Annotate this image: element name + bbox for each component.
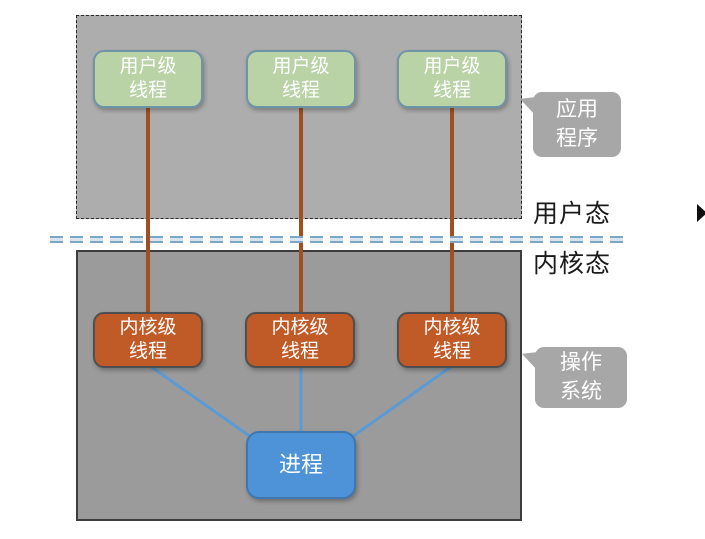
user-mode-label: 用户态 xyxy=(533,201,612,228)
user-thread-label: 用户级 xyxy=(272,56,330,78)
operating-system-callout-label: 系统 xyxy=(560,379,602,403)
divider-dash xyxy=(170,236,183,243)
kernel-thread-box-2: 内核级 线程 xyxy=(245,312,355,368)
divider-dash xyxy=(250,236,263,243)
divider-dash xyxy=(550,236,563,243)
user-thread-label: 线程 xyxy=(432,80,471,101)
user-thread-box-1: 用户级 线程 xyxy=(93,50,203,108)
divider-dash xyxy=(290,236,303,243)
user-thread-label: 线程 xyxy=(281,80,320,101)
kernel-mode-label: 内核态 xyxy=(533,251,612,278)
user-space-region xyxy=(76,15,522,219)
divider-dash xyxy=(270,236,283,243)
divider-dash xyxy=(110,236,123,243)
divider-dash xyxy=(450,236,463,243)
divider-dash xyxy=(190,236,203,243)
kernel-thread-label: 线程 xyxy=(280,341,319,362)
mode-divider-dashed-line xyxy=(50,236,628,243)
divider-dash xyxy=(570,236,583,243)
kernel-thread-label: 内核级 xyxy=(271,317,329,339)
operating-system-callout-label: 操作 xyxy=(560,351,602,375)
application-callout-label: 程序 xyxy=(556,126,598,150)
divider-dash xyxy=(410,236,423,243)
kernel-thread-box-1: 内核级 线程 xyxy=(93,312,203,368)
play-triangle-icon xyxy=(697,204,705,222)
divider-dash xyxy=(330,236,343,243)
divider-dash xyxy=(470,236,483,243)
operating-system-callout: 操作 系统 xyxy=(522,347,627,408)
callout-tail xyxy=(522,352,538,371)
divider-dash xyxy=(130,236,143,243)
divider-dash xyxy=(490,236,503,243)
divider-dash xyxy=(150,236,163,243)
divider-dash xyxy=(350,236,363,243)
divider-dash xyxy=(230,236,243,243)
kernel-thread-label: 内核级 xyxy=(423,317,481,339)
user-thread-label: 用户级 xyxy=(119,56,177,78)
user-thread-box-2: 用户级 线程 xyxy=(246,50,356,108)
callout-tail xyxy=(520,97,536,116)
application-callout: 应用 程序 xyxy=(520,92,621,157)
divider-dash xyxy=(210,236,223,243)
divider-dash xyxy=(510,236,523,243)
kernel-thread-label: 线程 xyxy=(128,341,167,362)
divider-dash xyxy=(50,236,63,243)
user-thread-label: 用户级 xyxy=(423,56,481,78)
kernel-thread-label: 内核级 xyxy=(119,317,177,339)
kernel-thread-box-3: 内核级 线程 xyxy=(397,312,507,368)
application-callout-label: 应用 xyxy=(556,98,598,122)
divider-dash xyxy=(610,236,623,243)
user-thread-label: 线程 xyxy=(128,80,167,101)
divider-dash xyxy=(390,236,403,243)
process-box: 进程 xyxy=(246,431,356,499)
kernel-thread-label: 线程 xyxy=(432,341,471,362)
divider-dash xyxy=(310,236,323,243)
divider-dash xyxy=(90,236,103,243)
divider-dash xyxy=(370,236,383,243)
process-label: 进程 xyxy=(278,452,323,478)
divider-dash xyxy=(70,236,83,243)
divider-dash xyxy=(530,236,543,243)
divider-dash xyxy=(430,236,443,243)
user-thread-box-3: 用户级 线程 xyxy=(397,50,507,108)
divider-dash xyxy=(590,236,603,243)
